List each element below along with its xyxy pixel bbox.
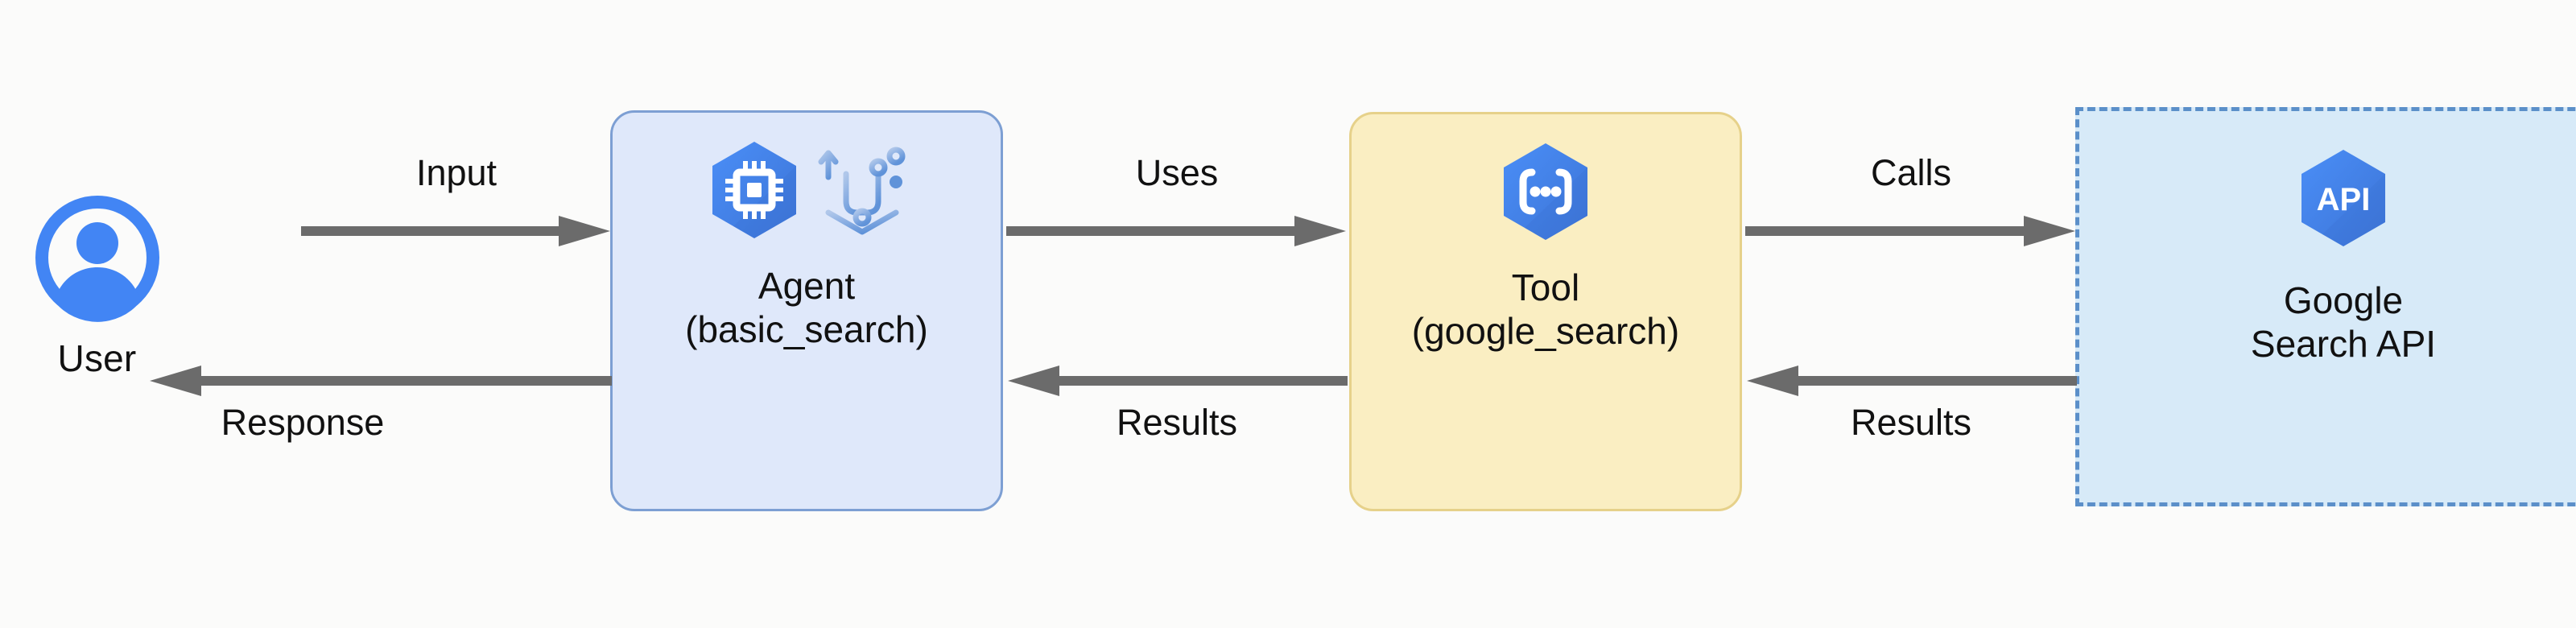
node-user-label: User	[57, 337, 137, 379]
node-tool[interactable]: Tool (google_search)	[1349, 112, 1742, 511]
edge-label-results-tool: Results	[1116, 402, 1238, 443]
node-google-search-api[interactable]: API Google Search API	[2075, 107, 2576, 506]
edge-user-to-agent	[301, 214, 612, 248]
account-circle-icon	[35, 196, 159, 322]
node-agent-label: Agent (basic_search)	[685, 265, 928, 351]
node-tool-label: Tool (google_search)	[1411, 266, 1680, 353]
tool-icon-group	[1494, 140, 1597, 243]
edge-label-input: Input	[415, 152, 497, 193]
api-hexagon-icon: API	[2301, 150, 2385, 246]
api-hexagon-text: API	[2317, 182, 2371, 217]
cpu-chip-hexagon-icon	[712, 142, 796, 238]
node-google-search-api-label: Google Search API	[2250, 279, 2437, 366]
node-user[interactable]: User	[14, 193, 180, 483]
edge-tool-to-api	[1745, 214, 2077, 248]
agent-icon-group	[703, 138, 910, 242]
edge-label-calls: Calls	[1870, 152, 1952, 193]
edge-label-uses: Uses	[1135, 152, 1219, 193]
code-brackets-hexagon-icon	[1504, 143, 1587, 240]
edge-label-results-api: Results	[1850, 402, 1972, 443]
edge-agent-to-tool	[1006, 214, 1348, 248]
api-icon-group: API	[2292, 147, 2395, 250]
edge-agent-to-user	[150, 364, 612, 398]
edge-label-response: Response	[221, 402, 385, 443]
agent-flow-watermark-icon	[818, 147, 906, 235]
node-agent[interactable]: Agent (basic_search)	[610, 110, 1003, 511]
edge-tool-to-agent	[1006, 364, 1348, 398]
edge-api-to-tool	[1745, 364, 2077, 398]
